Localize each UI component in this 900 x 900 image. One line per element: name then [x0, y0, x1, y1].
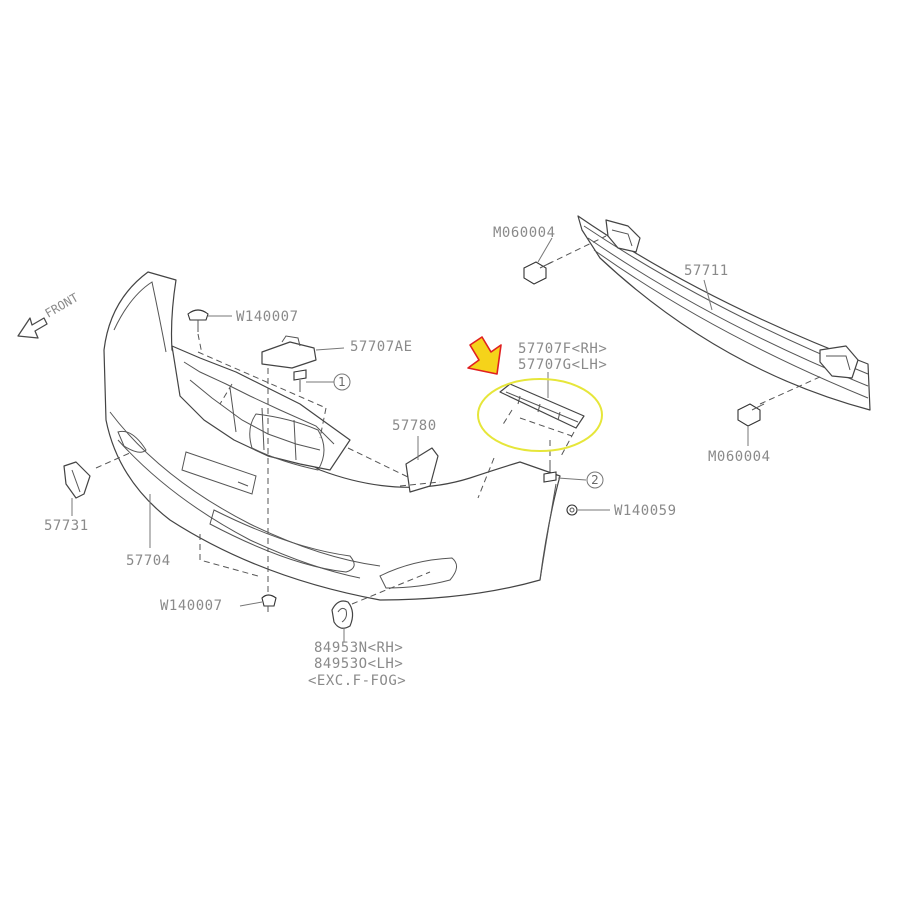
- grille-frame: [171, 345, 351, 471]
- label-84953n: 84953N<RH>: [314, 640, 403, 656]
- bolt-m060004-bottom: [737, 375, 823, 446]
- side-trim-57731: [63, 461, 91, 516]
- label-57731: 57731: [44, 518, 89, 534]
- highlight-ellipse: [477, 378, 603, 452]
- bolt-m060004-top: [523, 235, 607, 285]
- label-m060004-bottom: M060004: [708, 449, 771, 465]
- front-arrow-icon: [17, 317, 48, 339]
- clip-w140007-top: [187, 309, 232, 355]
- cover-57780: [399, 436, 441, 493]
- svg-text:2: 2: [591, 473, 599, 487]
- front-label: FRONT: [43, 290, 81, 320]
- clip-w140007-bottom: [239, 594, 277, 612]
- callout-2: 2: [586, 471, 604, 489]
- label-57704: 57704: [126, 553, 171, 569]
- bracket-57707f-g: [477, 372, 585, 499]
- screw-2: [543, 440, 587, 483]
- label-57780: 57780: [392, 418, 437, 434]
- label-w140059: W140059: [614, 503, 677, 519]
- label-w140007-bottom: W140007: [160, 598, 223, 614]
- label-84953o: 84953O<LH>: [314, 656, 403, 672]
- svg-text:1: 1: [338, 375, 346, 389]
- bracket-57707ae: [261, 335, 345, 369]
- bumper-face-57704: [103, 271, 561, 601]
- label-57707f: 57707F<RH>: [518, 341, 607, 357]
- front-direction-indicator: FRONT: [17, 290, 81, 339]
- label-57711: 57711: [684, 263, 729, 279]
- label-m060004-top: M060004: [493, 225, 556, 241]
- highlight-arrow-icon: [467, 336, 502, 375]
- label-exc-f-fog: <EXC.F-FOG>: [308, 673, 406, 689]
- bumper-beam-57711: [577, 215, 871, 411]
- label-57707ae: 57707AE: [350, 339, 413, 355]
- fog-cover-84953: [331, 571, 431, 642]
- assembly-dash-lines: [95, 351, 411, 592]
- clip-w140059: [566, 504, 610, 516]
- label-57707g: 57707G<LH>: [518, 357, 607, 373]
- label-w140007-top: W140007: [236, 309, 299, 325]
- callout-1: 1: [333, 373, 351, 391]
- screw-1: [293, 369, 334, 392]
